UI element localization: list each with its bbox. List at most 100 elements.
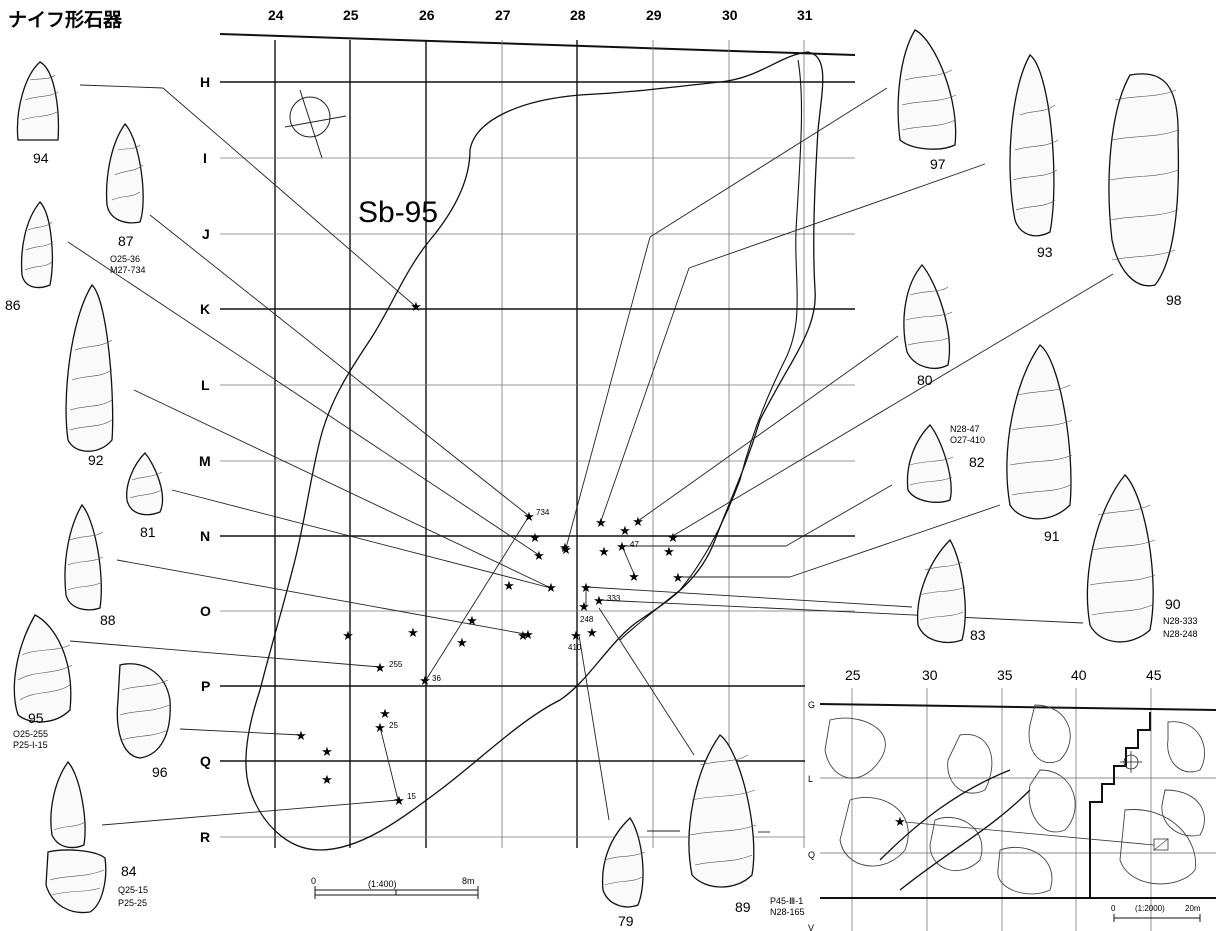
row-label: Q (200, 753, 211, 769)
row-label: I (203, 150, 207, 166)
find-spot-marker: ★ (522, 628, 534, 643)
inset-compass-icon (1120, 751, 1142, 773)
find-code: O27-410 (950, 435, 985, 445)
point-label: 47 (630, 540, 639, 549)
artifact-number: 94 (33, 150, 49, 166)
artifact-number: 80 (917, 372, 933, 388)
artifact-87-drawing (105, 122, 144, 224)
find-spot-marker: ★ (598, 545, 610, 560)
site-label: Sb-95 (358, 196, 438, 229)
inset-col-label: 30 (922, 667, 938, 683)
col-label: 28 (570, 7, 586, 23)
figure-title: ナイフ形石器 (8, 9, 123, 31)
find-spot-marker: ★ (667, 531, 679, 546)
find-spots: ★ ★ ★ ★ ★ ★ ★ ★ ★ ★ ★ ★ ★ ★ ★ ★ ★ ★ ★ ★ … (295, 300, 684, 809)
artifact-number: 86 (5, 297, 21, 313)
find-spot-marker: ★ (580, 581, 592, 596)
find-spot-marker: ★ (393, 794, 405, 809)
row-label: P (201, 678, 210, 694)
inset-scale-ratio: (1:2000) (1135, 904, 1165, 913)
artifact-number: 92 (88, 452, 104, 468)
artifact-number: 98 (1166, 292, 1182, 308)
point-label: 255 (389, 660, 403, 669)
artifact-number: 81 (140, 524, 156, 540)
col-label: 31 (797, 7, 813, 23)
find-spot-marker: ★ (342, 629, 354, 644)
inset-row-label: G (808, 700, 815, 710)
artifact-number: 96 (152, 764, 168, 780)
artifact-97-drawing (897, 29, 957, 150)
artifact-number: 84 (121, 863, 137, 879)
col-label: 24 (268, 7, 284, 23)
row-label: M (199, 453, 211, 469)
row-label: L (201, 377, 210, 393)
inset-map: 25 30 35 40 45 G L Q V ★ (808, 664, 1216, 931)
inset-row-label: L (808, 774, 813, 784)
inset-col-label: 35 (997, 667, 1013, 683)
find-code: M27-734 (110, 265, 146, 275)
artifact-drawings-right (601, 29, 1180, 908)
artifact-89-drawing (688, 734, 755, 888)
find-spot-marker: ★ (545, 581, 557, 596)
site-boundary (245, 51, 824, 851)
find-spot-marker: ★ (616, 540, 628, 555)
artifact-98-drawing (1108, 73, 1180, 287)
map-top-border (219, 33, 856, 56)
artifact-95-drawing (13, 614, 72, 723)
point-label: 36 (432, 674, 441, 683)
artifact-numbers: 94 87 86 92 81 88 95 96 84 97 93 98 80 8… (5, 150, 1182, 929)
find-spot-marker: ★ (321, 773, 333, 788)
col-label: 25 (343, 7, 359, 23)
find-spot-marker: ★ (595, 516, 607, 531)
col-label: 30 (722, 7, 738, 23)
artifact-number: 79 (618, 913, 634, 929)
point-labels: 734 47 333 248 410 255 36 25 15 (389, 508, 639, 801)
artifact-number: 93 (1037, 244, 1053, 260)
find-spot-marker: ★ (466, 614, 478, 629)
row-labels: H I J K L M N O P Q R (199, 74, 211, 845)
find-code: N28-248 (1163, 629, 1198, 639)
find-code: O25-36 (110, 254, 140, 264)
column-labels: 24 25 26 27 28 29 30 31 (268, 7, 813, 23)
site-inner-boundary (619, 59, 803, 641)
row-label: R (200, 829, 210, 845)
row-label: N (200, 528, 210, 544)
find-code: O25-255 (13, 729, 48, 739)
find-spot-marker: ★ (533, 549, 545, 564)
artifact-88-drawing (64, 503, 102, 611)
find-spot-marker: ★ (628, 570, 640, 585)
artifact-90-drawing (1086, 474, 1154, 643)
inset-scale-start: 0 (1111, 904, 1116, 913)
find-spot-marker: ★ (456, 636, 468, 651)
inset-col-label: 40 (1071, 667, 1087, 683)
artifact-number: 97 (930, 156, 946, 172)
inset-col-label: 25 (845, 667, 861, 683)
artifact-number: 87 (118, 233, 134, 249)
find-spot-marker: ★ (663, 545, 675, 560)
artifact-number: 83 (970, 627, 986, 643)
find-code: Q25-15 (118, 885, 148, 895)
row-label: K (200, 301, 210, 317)
find-spot-marker: ★ (374, 721, 386, 736)
find-code: P25-Ⅰ-15 (13, 740, 48, 750)
inset-site-marker: ★ (894, 815, 906, 830)
artifact-number: 90 (1165, 596, 1181, 612)
artifact-number: 91 (1044, 528, 1060, 544)
find-code: N28-333 (1163, 616, 1198, 626)
find-code: P45-Ⅲ-1 (770, 896, 803, 906)
inset-scale-end: 20m (1185, 904, 1201, 913)
artifact-94-drawing (16, 61, 60, 141)
artifact-86-drawing (20, 201, 53, 289)
scale-bar-start: 0 (311, 876, 316, 886)
find-spot-marker: ★ (503, 579, 515, 594)
artifact-number: 89 (735, 899, 751, 915)
find-codes: O25-36 M27-734 O25-255 P25-Ⅰ-15 Q25-15 P… (13, 254, 1198, 917)
row-label: O (200, 603, 211, 619)
find-spot-marker: ★ (410, 300, 422, 315)
scale-bar-end: 8m (462, 876, 475, 886)
artifact-number: 82 (969, 454, 985, 470)
find-spot-marker: ★ (578, 600, 590, 615)
find-spot-marker: ★ (593, 594, 605, 609)
find-spot-marker: ★ (379, 707, 391, 722)
